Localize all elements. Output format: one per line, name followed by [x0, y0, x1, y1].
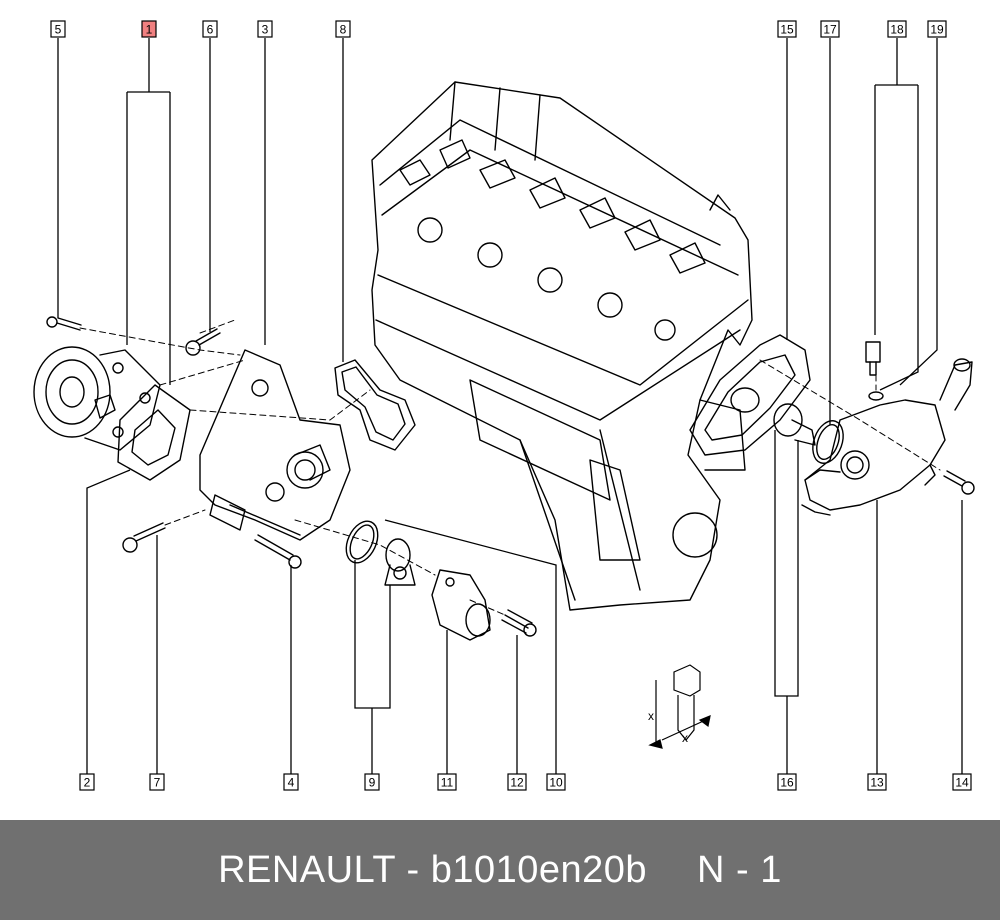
bolt-7 [122, 522, 166, 553]
callout-label-9: 9 [369, 776, 376, 790]
footer-bar: RENAULT - b1010en20b N - 1 [0, 820, 1000, 920]
callout-label-6: 6 [207, 23, 214, 37]
torque-mark-a: x [648, 709, 654, 723]
callout-box-14 [952, 773, 972, 791]
engine-block [371, 81, 753, 611]
callout-label-1: 1 [146, 23, 153, 37]
callout-box-5 [50, 20, 66, 38]
callout-label-8: 8 [340, 23, 347, 37]
footer-brand: RENAULT - b1010en20b [218, 848, 648, 891]
water-pump-gasket [117, 384, 191, 481]
callout-label-18: 18 [890, 23, 904, 37]
callout-label-2: 2 [84, 776, 91, 790]
callout-box-16 [777, 773, 797, 791]
thermostat-10 [384, 538, 416, 586]
callout-box-18 [887, 20, 907, 38]
callout-box-17 [820, 20, 840, 38]
o-ring-17 [812, 420, 844, 464]
callout-label-12: 12 [510, 776, 524, 790]
callout-box-9 [364, 773, 380, 791]
callout-box-12 [507, 773, 527, 791]
callout-box-13 [867, 773, 887, 791]
callout-label-15: 15 [780, 23, 794, 37]
callout-label-7: 7 [154, 776, 161, 790]
bolt-12 [501, 609, 537, 637]
callout-label-10: 10 [549, 776, 563, 790]
bolt-4 [254, 534, 302, 569]
callout-box-1 [141, 20, 157, 38]
callout-box-3 [257, 20, 273, 38]
callout-box-15 [777, 20, 797, 38]
torque-symbol [648, 664, 711, 749]
callout-label-13: 13 [870, 776, 884, 790]
torque-mark-b: x [682, 731, 688, 745]
callout-label-14: 14 [955, 776, 969, 790]
callout-box-2 [79, 773, 95, 791]
callout-box-8 [335, 20, 351, 38]
callout-box-11 [437, 773, 457, 791]
callout-label-19: 19 [930, 23, 944, 37]
callout-label-5: 5 [55, 23, 62, 37]
bolt-14 [943, 470, 975, 495]
o-ring-9 [345, 520, 379, 564]
callout-label-4: 4 [288, 776, 295, 790]
thermostat-housing-13 [801, 358, 973, 516]
outlet-elbow-11 [431, 569, 491, 641]
gasket-15 [689, 334, 811, 456]
bolt-6 [185, 328, 221, 356]
coolant-housing [199, 349, 351, 541]
callout-box-4 [283, 773, 299, 791]
callout-box-7 [149, 773, 165, 791]
callout-box-6 [202, 20, 218, 38]
footer-page: N - 1 [697, 848, 782, 891]
callout-box-19 [927, 20, 947, 38]
o-ring-19 [868, 391, 884, 401]
bolt-5 [46, 316, 82, 331]
callout-box-10 [546, 773, 566, 791]
housing-gasket [334, 359, 416, 451]
sensor-18 [865, 341, 881, 376]
callout-label-16: 16 [780, 776, 794, 790]
callout-label-17: 17 [823, 23, 837, 37]
callout-label-3: 3 [262, 23, 269, 37]
callout-label-11: 11 [441, 776, 454, 790]
thermostat-16 [773, 403, 816, 446]
water-pump [33, 346, 161, 451]
